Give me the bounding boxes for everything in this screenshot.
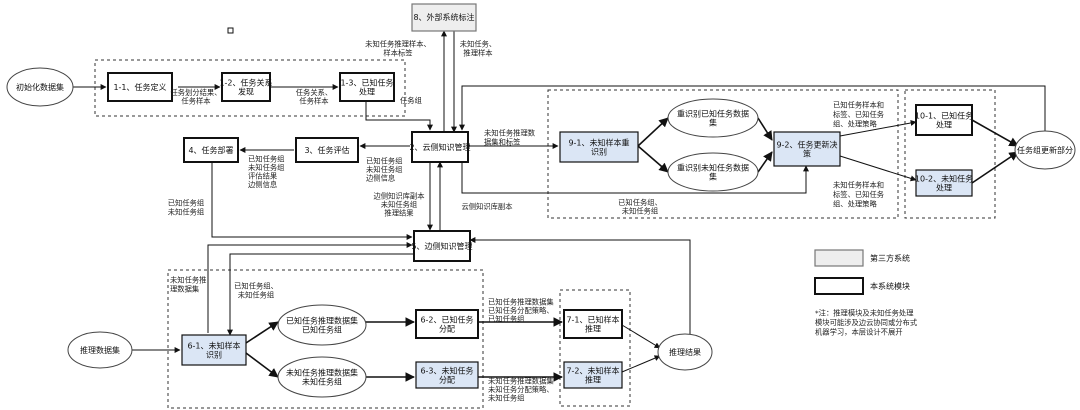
- node-unknown-handle-label: 10-2、未知任务处理: [915, 174, 973, 193]
- node-unknown-recog-cloud-label: 9-1、未知样本重识别: [568, 138, 629, 157]
- node-known-handle: [915, 104, 973, 136]
- edge-label-deploy-in: 已知任务组未知任务组评估结果边侧信息: [248, 154, 284, 189]
- node-init-dataset: [6, 67, 74, 107]
- edge-label-deploy-edge: 已知任务组未知任务组: [168, 199, 204, 217]
- edge-label-ext-out: 未知任务、推理样本: [460, 40, 496, 58]
- node-unknown-recog-edge-label: 6-1、未知样本识别: [187, 341, 240, 360]
- legend-this-system-label: 本系统模块: [870, 281, 910, 291]
- node-update-decision: [773, 131, 841, 167]
- edge-label-ext-in: 未知任务推理样本、样本标签: [365, 40, 431, 58]
- edge-label-unknown-route: 未知任务推理数据集未知任务分配策略、未知任务组: [488, 377, 554, 403]
- edge-label-relation: 任务关系、任务样本: [296, 88, 332, 106]
- node-known-handle-label: 10-1、已知任务处理: [915, 111, 973, 130]
- node-external-label: 8、外部系统标注: [413, 12, 474, 22]
- node-infer-dataset: [67, 331, 133, 369]
- node-task-define: [107, 72, 173, 102]
- node-known-process: [339, 72, 395, 102]
- node-task-relation-label: 1-2、任务关系发现: [219, 78, 272, 97]
- node-known-infer-dataset-label: 已知任务推理数据集已知任务组: [286, 316, 358, 335]
- node-unknown-recog-cloud: [559, 131, 639, 163]
- connectors: [66, 30, 1046, 382]
- group-task-init: [94, 59, 406, 117]
- node-unknown-recog-edge: [181, 334, 247, 366]
- edge-label-cloud-out: 未知任务推理数据集和标签: [484, 129, 536, 147]
- node-init-dataset-label: 初始化数据集: [16, 82, 64, 92]
- edge-label-edge-copy: 边侧知识库副本未知任务组推理结果: [373, 192, 425, 218]
- legend-third-party-swatch: [814, 249, 864, 267]
- node-cloud-km: [411, 131, 469, 163]
- edge-label-group-result: 任务划分结果、任务样本: [170, 88, 221, 106]
- edge-label-cloud-groups: 已知任务组、未知任务组: [618, 198, 662, 216]
- edge-label-eval-in: 已知任务组未知任务组边侧信息: [366, 157, 402, 183]
- group-edge-recognition: [167, 269, 484, 409]
- node-reunknown-cloud: [667, 152, 759, 192]
- legend-note: *注：推理模块及未知任务处理模块可能涉及边云协同或分布式机器学习，本层设计不展开: [815, 309, 918, 337]
- group-cloud-update: [547, 89, 899, 219]
- marker-square: [227, 27, 234, 34]
- node-cloud-km-label: 2、云侧知识管理: [409, 142, 470, 152]
- node-unknown-infer: [563, 361, 623, 389]
- node-deploy: [183, 137, 239, 163]
- node-infer-result-label: 推理结果: [669, 347, 701, 357]
- node-known-process-label: 1-3、已知任务处理: [340, 78, 393, 97]
- edge-label-edge-left: 未知任务推理数据集: [170, 276, 206, 294]
- group-task-handle: [904, 89, 996, 219]
- node-reknown-cloud-label: 重识别已知任务数据集: [677, 109, 749, 128]
- node-known-infer-dataset: [277, 304, 367, 346]
- node-evaluate-label: 3、任务评估: [304, 145, 349, 155]
- legend-third-party-label: 第三方系统: [870, 253, 910, 263]
- node-edge-km-label: 5、边侧知识管理: [411, 241, 472, 251]
- node-update-decision-label: 9-2、任务更新决策: [776, 140, 837, 159]
- node-group-update: [1014, 130, 1076, 170]
- node-edge-km: [413, 230, 471, 262]
- node-unknown-assign-label: 6-3、未知任务分配: [420, 366, 473, 385]
- node-unknown-assign: [415, 361, 479, 389]
- edge-label-known-update: 已知任务样本和标签、已知任务组、处理策略: [833, 101, 884, 129]
- node-infer-result: [657, 333, 713, 371]
- node-known-assign: [415, 309, 479, 339]
- node-external: [411, 3, 477, 32]
- node-infer-dataset-label: 推理数据集: [80, 345, 120, 355]
- node-known-assign-label: 6-2、已知任务分配: [420, 315, 473, 334]
- node-group-update-label: 任务组更新部分: [1017, 145, 1073, 155]
- node-reunknown-cloud-label: 重识别未知任务数据集: [677, 163, 749, 182]
- group-inference: [559, 289, 631, 407]
- node-deploy-label: 4、任务部署: [188, 145, 233, 155]
- node-known-infer-label: 7-1、已知样本推理: [566, 315, 619, 334]
- node-unknown-infer-dataset-label: 未知任务推理数据集未知任务组: [286, 368, 358, 387]
- node-unknown-infer-dataset: [277, 356, 367, 398]
- edge-label-cloud-copy: 云侧知识库副本: [461, 202, 513, 211]
- node-task-relation: [221, 72, 271, 102]
- node-evaluate: [295, 137, 359, 163]
- edge-label-taskgroup: 任务组: [400, 96, 422, 105]
- edge-label-unknown-update: 未知任务样本和标签、已知任务组、处理策略: [833, 181, 884, 209]
- legend-this-system-swatch: [814, 277, 864, 295]
- node-reknown-cloud: [667, 98, 759, 138]
- node-unknown-handle: [915, 169, 973, 197]
- node-unknown-infer-label: 7-2、未知样本推理: [566, 366, 619, 385]
- edge-label-edge-groups: 已知任务组、未知任务组: [234, 282, 278, 300]
- edge-label-known-route: 已知任务推理数据集已知任务分配策略、已知任务组: [488, 298, 554, 324]
- node-task-define-label: 1-1、任务定义: [113, 82, 166, 92]
- node-known-infer: [563, 309, 623, 339]
